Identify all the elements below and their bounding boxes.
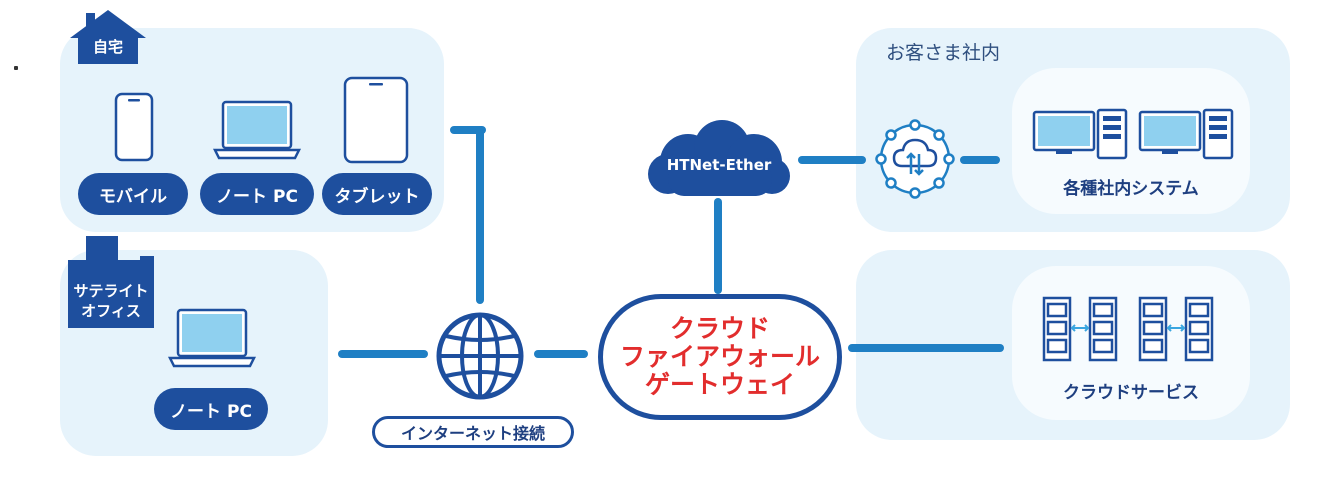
- laptop-icon: [212, 100, 302, 160]
- globe-icon: [434, 310, 526, 402]
- customer-title: お客さま社内: [886, 42, 1001, 64]
- network-hub-icon: [872, 116, 958, 202]
- satellite-tag-line2: オフィス: [81, 302, 141, 320]
- htnet-cloud-icon: HTNet-Ether: [644, 118, 794, 202]
- connector-internet-gateway: [534, 350, 588, 358]
- connector-home-horizontal: [450, 126, 486, 134]
- connector-gateway-cloud-service: [848, 344, 1004, 352]
- satellite-tag-line1: サテライト: [73, 282, 149, 300]
- gateway-box: クラウド ファイアウォール ゲートウェイ: [598, 294, 842, 420]
- device-label-satellite-laptop: ノート PC: [154, 388, 268, 430]
- mobile-icon: [113, 92, 155, 162]
- gateway-line3: ゲートウェイ: [644, 370, 795, 399]
- laptop-icon: [167, 308, 257, 368]
- device-label-laptop: ノート PC: [200, 173, 314, 215]
- connector-hub-system: [960, 156, 1000, 164]
- connector-gateway-htnet: [714, 198, 722, 294]
- internet-label: インターネット接続: [372, 416, 574, 448]
- server-rack-icon: [1042, 296, 1126, 362]
- device-label-tablet: タブレット: [322, 173, 432, 215]
- house-icon: 自宅: [68, 8, 148, 66]
- tablet-icon: [343, 76, 409, 164]
- desktop-server-icon: [1138, 108, 1234, 160]
- server-rack-icon: [1138, 296, 1222, 362]
- gateway-line2: ファイアウォール: [619, 342, 820, 371]
- desktop-server-icon: [1032, 108, 1128, 160]
- gateway-line1: クラウド: [669, 314, 770, 343]
- device-label-mobile: モバイル: [78, 173, 188, 215]
- connector-htnet-hub: [798, 156, 866, 164]
- cloud-service-label: クラウドサービス: [1063, 383, 1199, 403]
- system-label: 各種社内システム: [1063, 179, 1199, 199]
- htnet-label: HTNet-Ether: [666, 156, 772, 174]
- connector-satellite: [338, 350, 428, 358]
- building-icon: サテライト オフィス: [64, 234, 160, 330]
- home-tag: 自宅: [92, 38, 123, 56]
- stray-mark: [14, 66, 18, 70]
- connector-home-vertical: [476, 126, 484, 304]
